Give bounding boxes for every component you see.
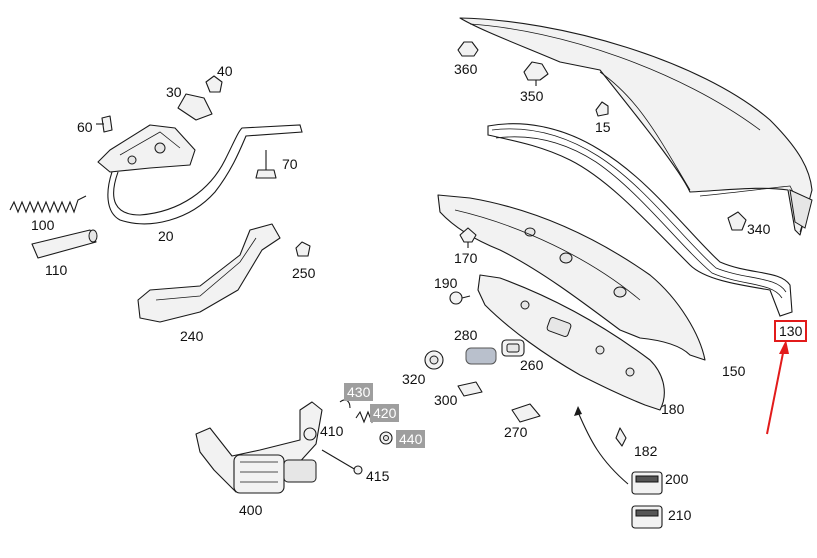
cover-280[interactable]: [465, 347, 497, 365]
nut-40[interactable]: [205, 75, 223, 93]
grommet-320[interactable]: [424, 350, 444, 370]
callout-100[interactable]: 100: [31, 217, 55, 233]
callout-420[interactable]: 420: [370, 404, 400, 422]
trunk-seal[interactable]: [487, 123, 793, 317]
callout-440[interactable]: 440: [396, 430, 426, 448]
handle-260[interactable]: [501, 339, 525, 357]
bushing-410[interactable]: [303, 427, 317, 441]
callout-360[interactable]: 360: [454, 61, 478, 77]
callout-180[interactable]: 180: [661, 401, 685, 417]
latch-210[interactable]: [631, 505, 663, 529]
callout-260[interactable]: 260: [520, 357, 544, 373]
hinge-bracket-20[interactable]: [97, 124, 303, 225]
callout-300[interactable]: 300: [434, 392, 458, 408]
hinge-arm-240[interactable]: [137, 223, 281, 323]
callout-130-selected[interactable]: 130: [774, 320, 808, 342]
selection-arrow: [766, 347, 785, 435]
callout-270[interactable]: 270: [504, 424, 528, 440]
clip-170[interactable]: [459, 227, 477, 248]
assembly-arrow: [577, 411, 629, 485]
clip-182[interactable]: [615, 427, 627, 447]
bolt-70[interactable]: [255, 150, 277, 179]
inner-trunk-panel[interactable]: [437, 194, 706, 361]
assembly-arrow-head: [574, 406, 582, 416]
nut-440[interactable]: [379, 431, 393, 445]
callout-320[interactable]: 320: [402, 371, 426, 387]
callout-60[interactable]: 60: [77, 119, 93, 135]
drive-unit-400[interactable]: [195, 401, 323, 494]
bumper-340[interactable]: [727, 211, 747, 231]
clip-430[interactable]: [339, 399, 351, 409]
callout-170[interactable]: 170: [454, 250, 478, 266]
clip-250[interactable]: [295, 241, 311, 257]
selection-arrow-head: [779, 340, 789, 354]
callout-70[interactable]: 70: [282, 156, 298, 172]
callout-400[interactable]: 400: [239, 502, 263, 518]
callout-250[interactable]: 250: [292, 265, 316, 281]
bolt-60[interactable]: [96, 115, 113, 133]
switch-300[interactable]: [457, 381, 483, 397]
callout-15[interactable]: 15: [595, 119, 611, 135]
latch-200[interactable]: [631, 471, 663, 495]
callout-280[interactable]: 280: [454, 327, 478, 343]
spring-100[interactable]: [9, 195, 87, 214]
trunk-lid[interactable]: [459, 17, 813, 236]
callout-40[interactable]: 40: [217, 63, 233, 79]
callout-150[interactable]: 150: [722, 363, 746, 379]
callout-240[interactable]: 240: [180, 328, 204, 344]
callout-340[interactable]: 340: [747, 221, 771, 237]
callout-430[interactable]: 430: [344, 383, 374, 401]
callout-210[interactable]: 210: [668, 507, 692, 523]
trim-panel[interactable]: [477, 274, 665, 411]
callout-350[interactable]: 350: [520, 88, 544, 104]
clip-360[interactable]: [457, 41, 479, 57]
tube-110[interactable]: [31, 229, 98, 259]
light-270[interactable]: [511, 403, 541, 423]
clip-190[interactable]: [449, 291, 471, 305]
callout-182[interactable]: 182: [634, 443, 658, 459]
rod-415[interactable]: [321, 449, 363, 475]
bracket-30[interactable]: [177, 93, 213, 121]
clip-350[interactable]: [523, 61, 549, 86]
callout-20[interactable]: 20: [158, 228, 174, 244]
callout-110[interactable]: 110: [45, 262, 68, 278]
callout-30[interactable]: 30: [166, 84, 182, 100]
callout-190[interactable]: 190: [434, 275, 458, 291]
callout-415[interactable]: 415: [366, 468, 390, 484]
callout-410[interactable]: 410: [320, 423, 344, 439]
callout-200[interactable]: 200: [665, 471, 689, 487]
clip-15[interactable]: [595, 101, 609, 117]
